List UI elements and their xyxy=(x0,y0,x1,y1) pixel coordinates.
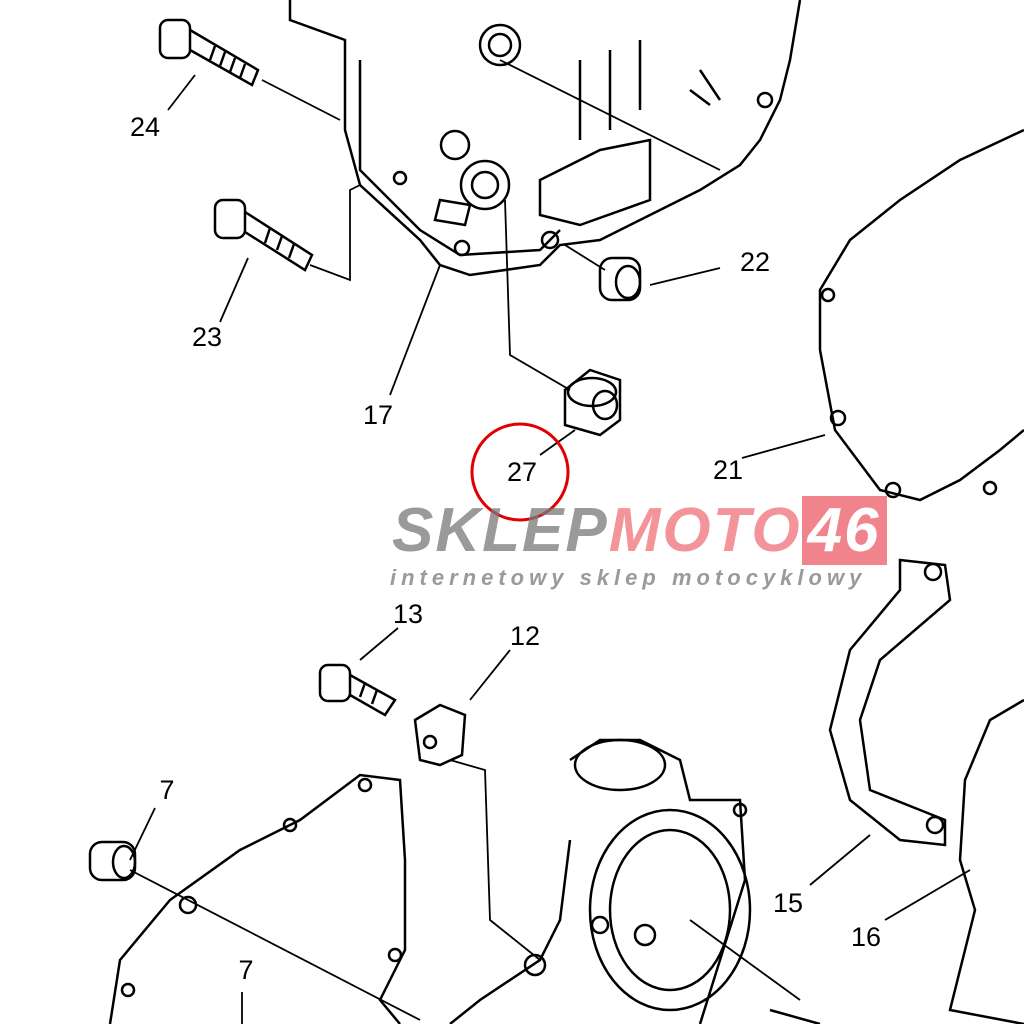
part-label-22[interactable]: 22 xyxy=(739,247,771,277)
part-label-13[interactable]: 13 xyxy=(392,599,424,629)
part-label-27[interactable]: 27 xyxy=(506,457,538,487)
leader-lines xyxy=(129,59,971,1024)
dowel-part-22 xyxy=(598,256,642,302)
part-label-23[interactable]: 23 xyxy=(191,322,223,352)
part-label-12[interactable]: 12 xyxy=(509,621,541,651)
crankcase-cover-part-17 xyxy=(288,0,802,277)
watermark-logo: SKLEPMOTO46 xyxy=(392,496,887,565)
gasket-part-21 xyxy=(818,128,1024,502)
bolt-part-13 xyxy=(318,663,397,717)
part-label-7-lower[interactable]: 7 xyxy=(238,955,254,985)
highlight-circle xyxy=(470,422,570,522)
plug-part-27 xyxy=(563,368,622,437)
part-label-24[interactable]: 24 xyxy=(129,112,161,142)
part-label-7[interactable]: 7 xyxy=(159,775,175,805)
part-label-16[interactable]: 16 xyxy=(850,922,882,952)
part-label-15[interactable]: 15 xyxy=(772,888,804,918)
dowel-part-7 xyxy=(88,840,137,882)
guide-part-15 xyxy=(828,558,952,847)
gasket-lower-left xyxy=(108,773,547,1024)
bolt-part-24 xyxy=(158,18,260,87)
pump-housing xyxy=(449,738,821,1024)
part-label-21[interactable]: 21 xyxy=(712,455,744,485)
bolt-part-23 xyxy=(213,198,314,272)
clamp-part-12 xyxy=(413,703,467,767)
part-label-17[interactable]: 17 xyxy=(362,400,394,430)
watermark-tagline: internetowy sklep motocyklowy xyxy=(390,565,867,590)
cover-part-16 xyxy=(948,698,1024,1024)
